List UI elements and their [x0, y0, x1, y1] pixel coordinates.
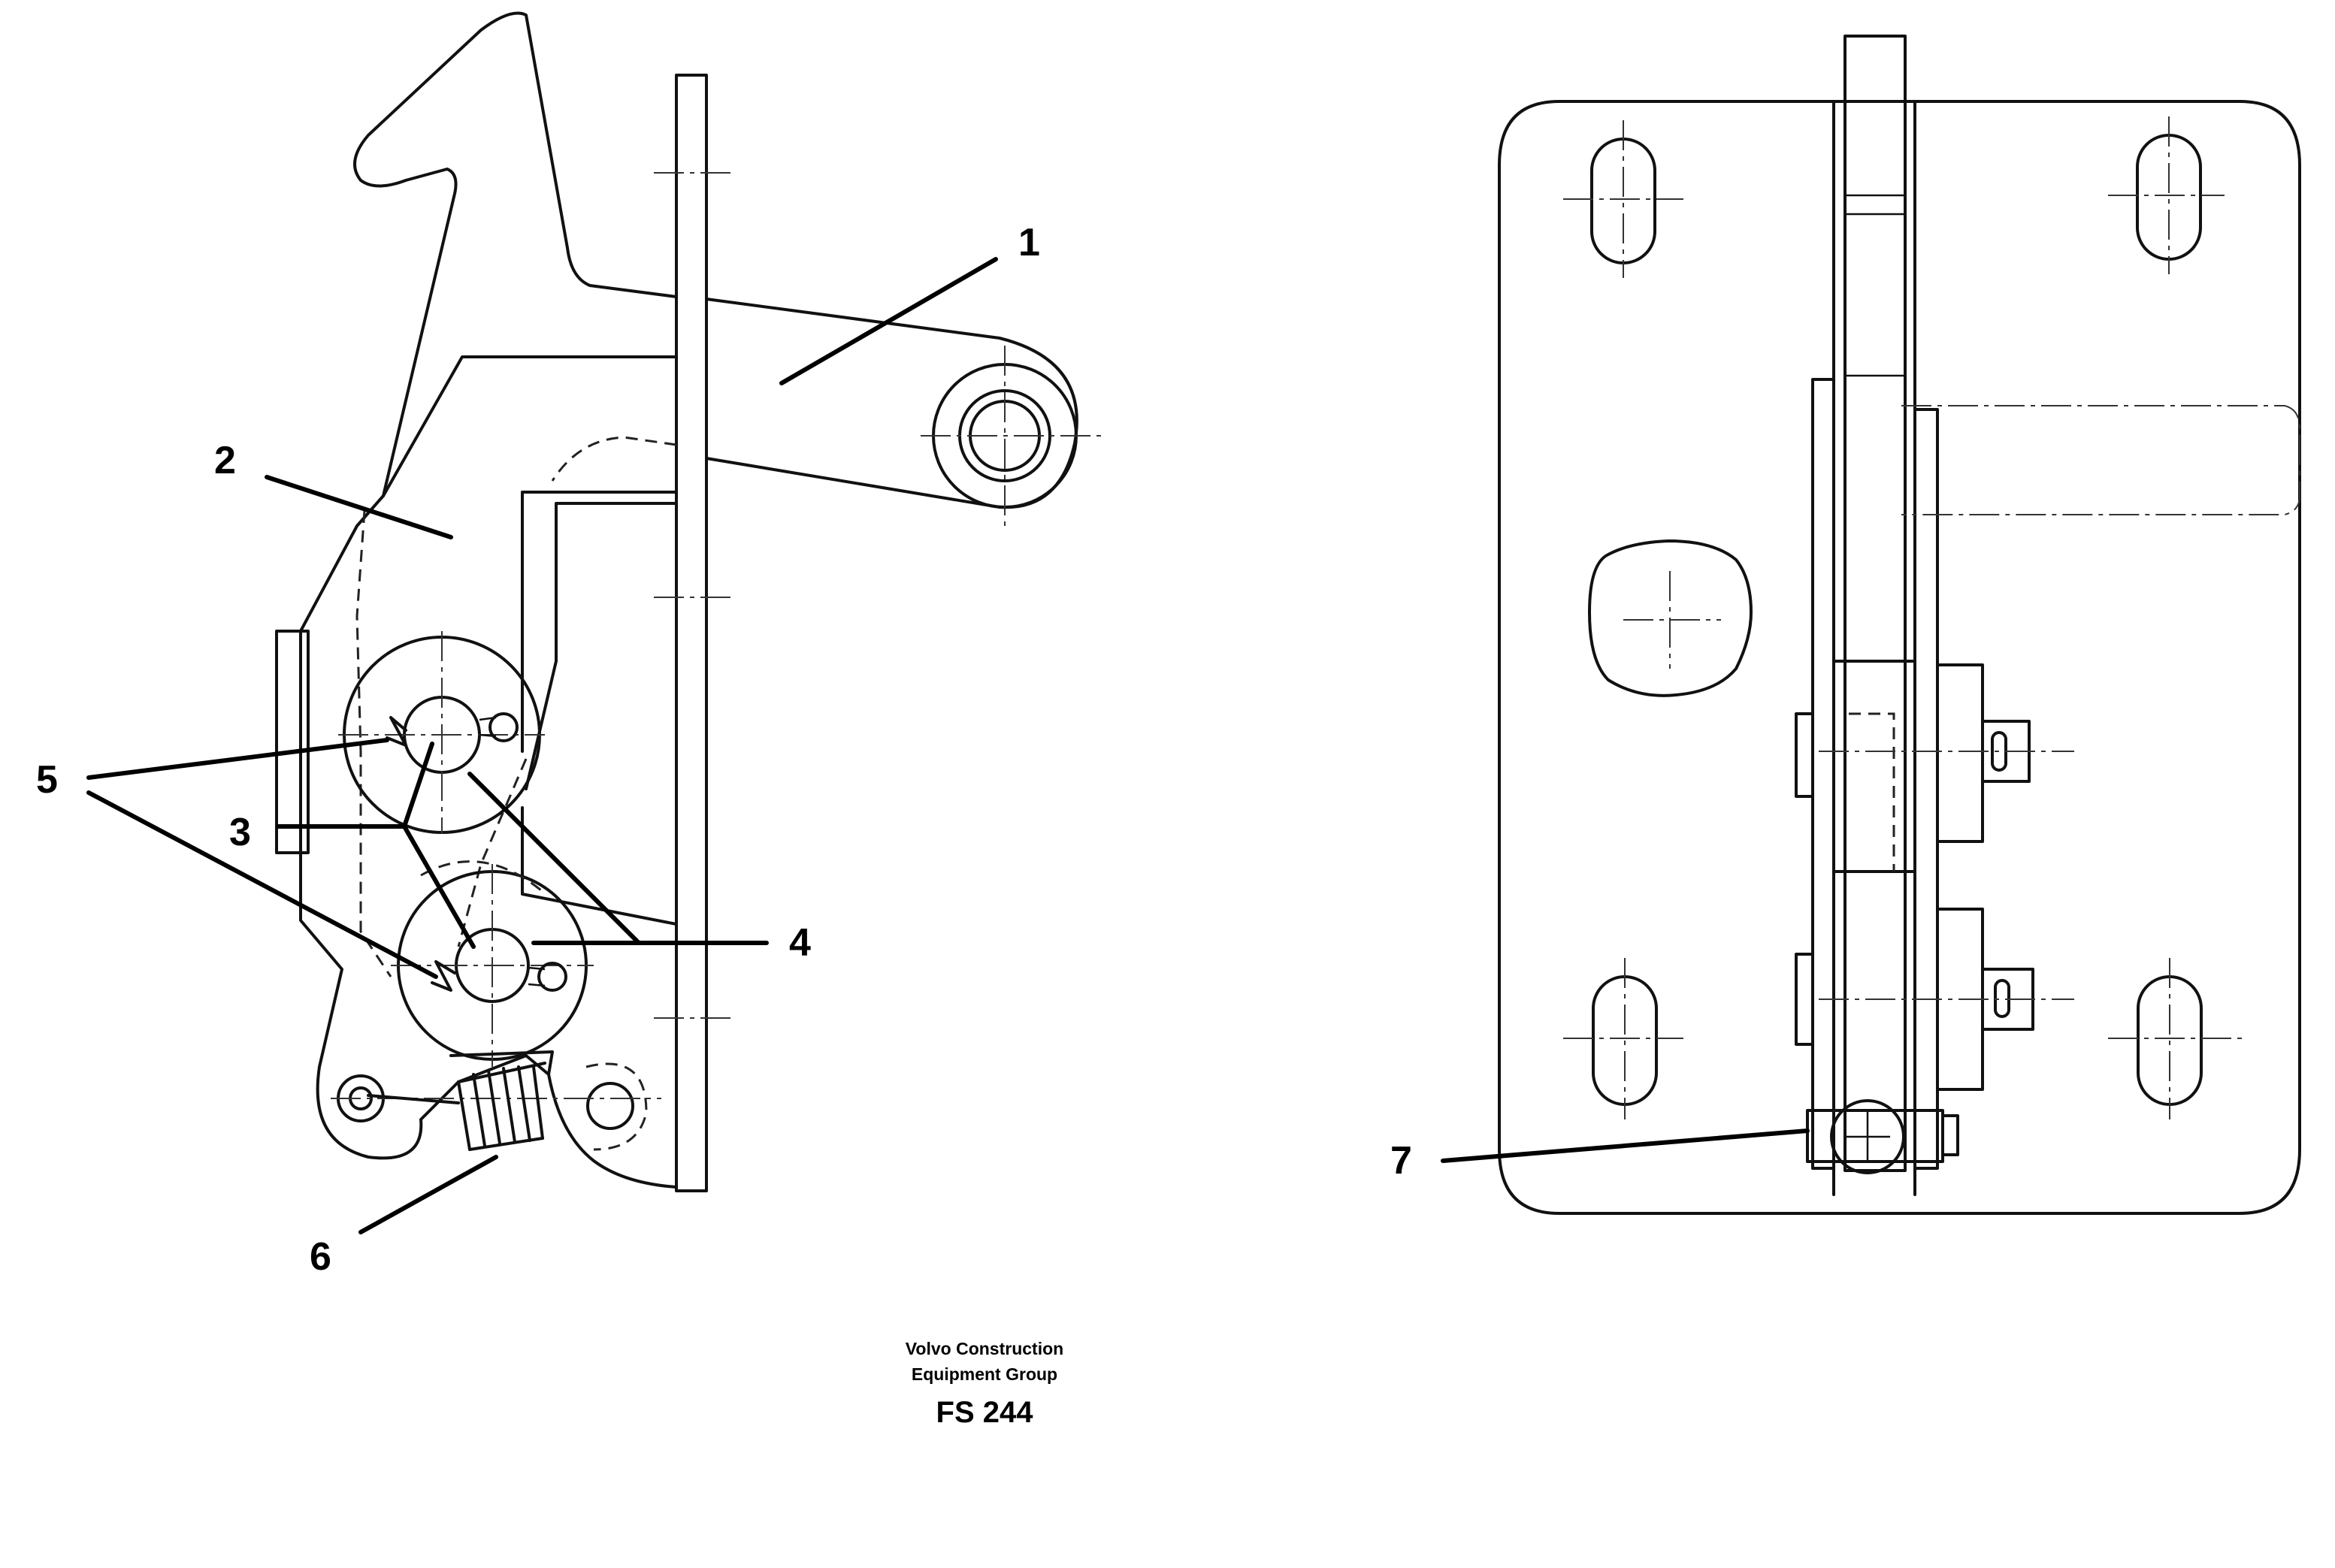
upper-split-pin [386, 716, 407, 747]
leader-5 [86, 738, 438, 979]
leader-7 [1441, 1128, 1810, 1163]
lower-split-pin [431, 960, 456, 992]
callout-7: 7 [1390, 1139, 1412, 1183]
mounting-plate [675, 74, 708, 1192]
leader-2 [265, 475, 453, 539]
company-caption: Volvo Construction Equipment Group [819, 1336, 1150, 1387]
base-plate [1498, 100, 2301, 1215]
coil-spring [367, 1050, 554, 1151]
latch-front-view [1498, 35, 2301, 1215]
callout-5: 5 [36, 758, 58, 802]
leader-1 [779, 257, 998, 385]
leader-lines [86, 257, 1810, 1234]
leader-3 [276, 742, 476, 949]
callout-4: 4 [789, 921, 811, 965]
callout-numbers: 1 2 3 4 5 6 7 [36, 221, 1412, 1279]
latch-body [299, 355, 678, 1189]
leader-6 [358, 1155, 498, 1234]
bottom-bolt [1806, 1099, 1959, 1174]
lower-cotter-eye [537, 962, 567, 992]
company-line-1: Volvo Construction [905, 1339, 1064, 1358]
figure-id: FS 244 [936, 1396, 1033, 1429]
upper-cam-block [1832, 660, 1916, 873]
latch-side-view [275, 11, 1105, 1192]
hook-blade [1844, 35, 1907, 1172]
callout-6: 6 [310, 1235, 331, 1279]
upper-cotter-eye [488, 712, 519, 742]
callout-1: 1 [1018, 221, 1040, 264]
slot-holes [1563, 116, 2247, 1119]
pivot-shaft [1901, 405, 2300, 515]
callout-3: 3 [229, 811, 251, 854]
oval-hole [1588, 539, 1753, 697]
callout-2: 2 [214, 439, 236, 482]
leader-4 [467, 772, 769, 945]
company-line-2: Equipment Group [911, 1364, 1058, 1384]
hook-lever [353, 11, 678, 497]
